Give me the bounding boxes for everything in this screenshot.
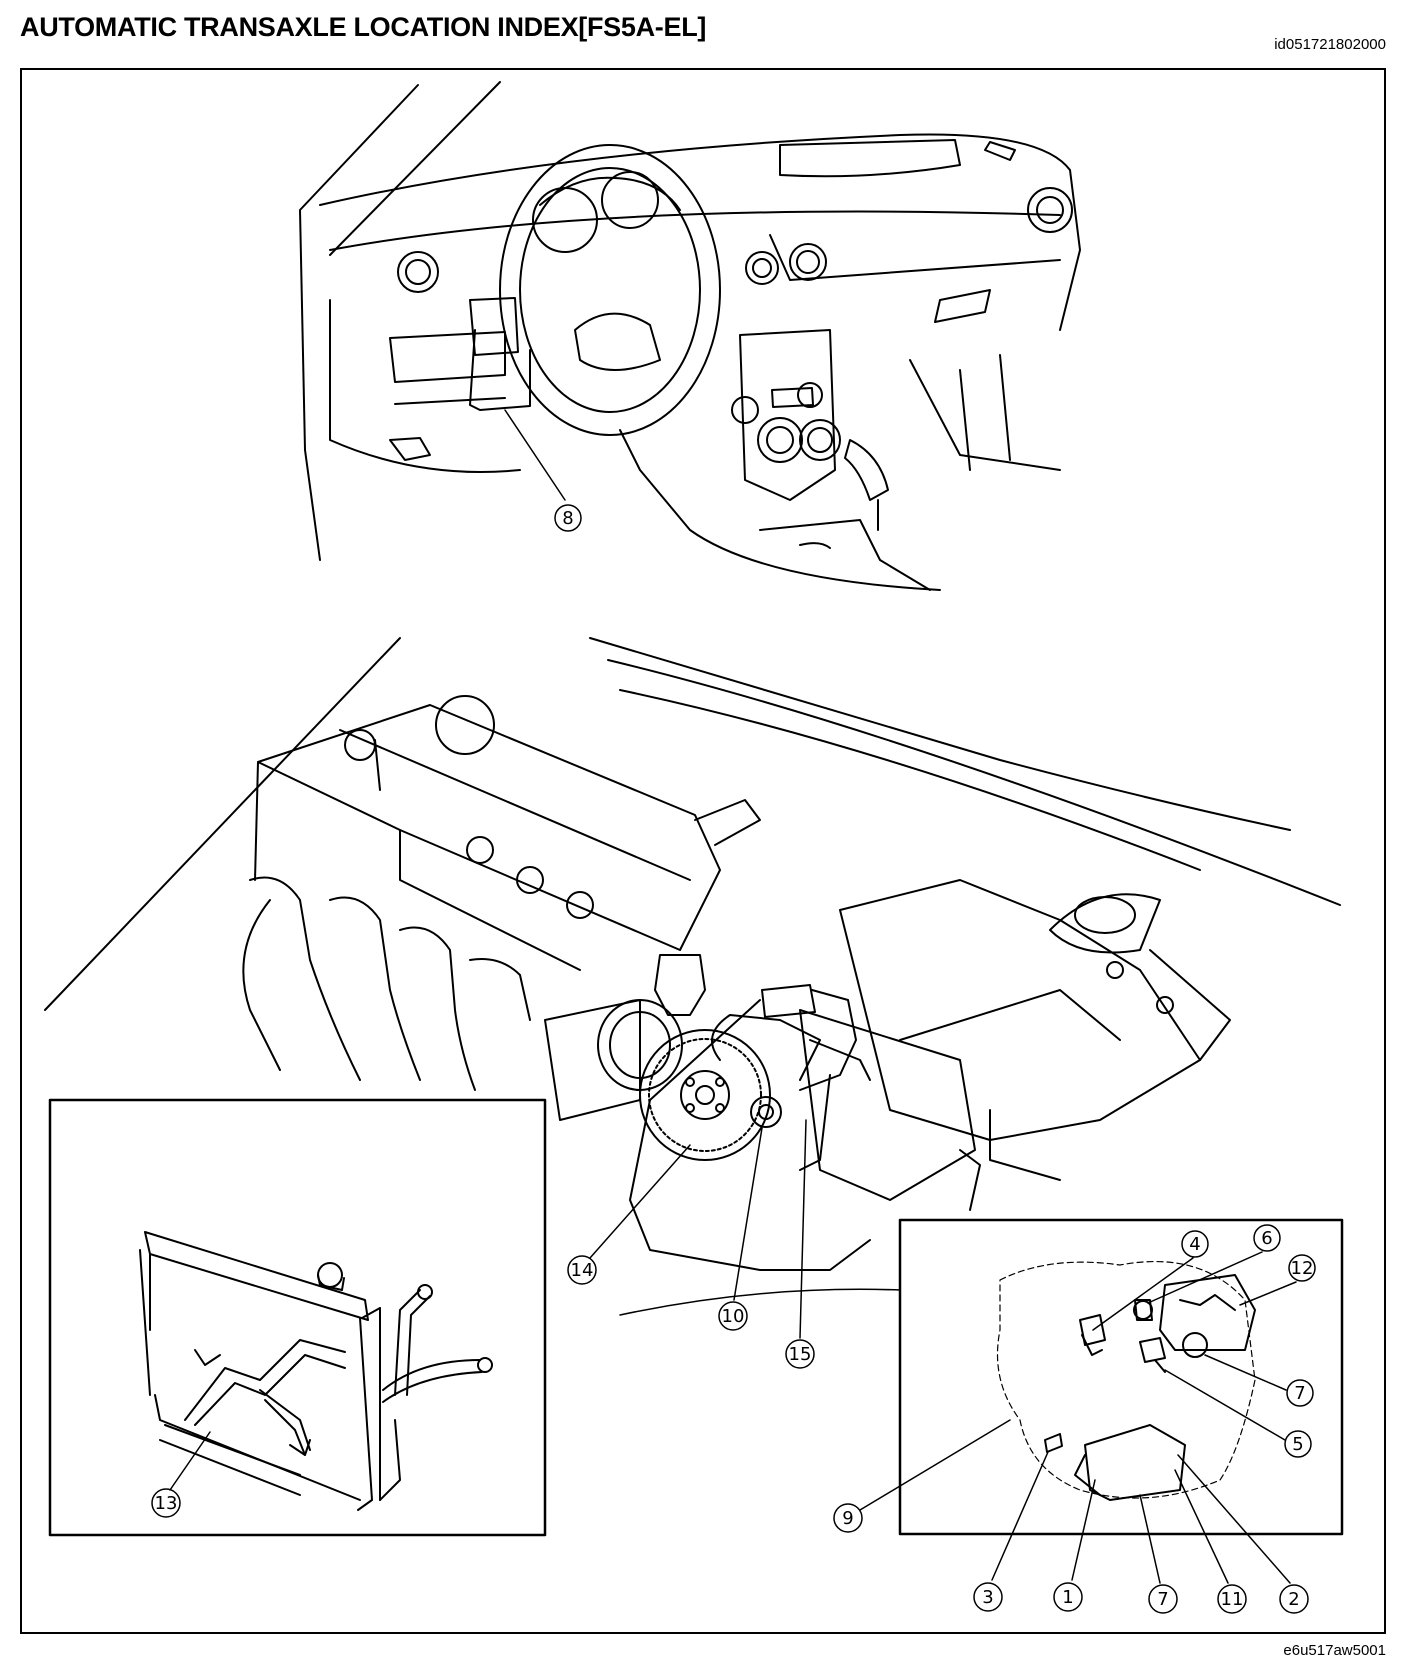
callout-2: 2 bbox=[1177, 1454, 1309, 1614]
engine-bay-illustration bbox=[44, 637, 1341, 1271]
page-title: AUTOMATIC TRANSAXLE LOCATION INDEX[FS5A-… bbox=[20, 12, 707, 42]
inset-leader-line bbox=[619, 1288, 901, 1316]
callout-1-label: 1 bbox=[1062, 1587, 1073, 1608]
callout-14: 14 bbox=[567, 1144, 691, 1285]
transaxle-inset-frame bbox=[898, 1218, 1344, 1536]
callout-14-label: 14 bbox=[571, 1260, 594, 1281]
transaxle-components bbox=[1044, 1274, 1256, 1501]
dashboard-illustration bbox=[299, 81, 1081, 591]
drive-plate-illustration bbox=[639, 1029, 771, 1161]
callout-7-upper: 7 bbox=[1204, 1354, 1314, 1407]
callout-3-label: 3 bbox=[982, 1587, 993, 1608]
radiator-illustration bbox=[139, 1231, 493, 1511]
callout-8: 8 bbox=[504, 409, 582, 532]
callout-10: 10 bbox=[718, 1127, 763, 1331]
transaxle-case-illustration bbox=[996, 1260, 1256, 1499]
callout-11: 11 bbox=[1174, 1469, 1247, 1614]
callout-1: 1 bbox=[1053, 1479, 1096, 1612]
callout-13-label: 13 bbox=[155, 1493, 178, 1514]
callout-8-label: 8 bbox=[562, 508, 573, 529]
callout-5: 5 bbox=[1164, 1369, 1312, 1458]
callout-10-label: 10 bbox=[722, 1306, 745, 1327]
callout-5-label: 5 bbox=[1292, 1434, 1303, 1455]
figure-frame bbox=[20, 68, 1386, 1634]
callout-7-lower-label: 7 bbox=[1157, 1589, 1168, 1610]
callout-12-label: 12 bbox=[1291, 1258, 1314, 1279]
callout-2-label: 2 bbox=[1288, 1589, 1299, 1610]
callout-12: 12 bbox=[1239, 1254, 1316, 1306]
document-id: id051721802000 bbox=[1274, 36, 1386, 53]
callout-9-label: 9 bbox=[842, 1508, 853, 1529]
callout-15: 15 bbox=[785, 989, 857, 1369]
callout-11-label: 11 bbox=[1221, 1589, 1244, 1610]
callout-6-label: 6 bbox=[1261, 1228, 1272, 1249]
callout-13: 13 bbox=[151, 1431, 211, 1518]
callout-3: 3 bbox=[973, 1451, 1049, 1612]
callout-9: 9 bbox=[833, 1419, 1011, 1533]
callout-6: 6 bbox=[1147, 1224, 1281, 1304]
callout-4: 4 bbox=[1092, 1230, 1209, 1331]
callout-7-upper-label: 7 bbox=[1294, 1383, 1305, 1404]
figure-id: e6u517aw5001 bbox=[1283, 1642, 1386, 1659]
radiator-inset-frame bbox=[48, 1098, 547, 1537]
callout-15-label: 15 bbox=[789, 1344, 812, 1365]
callout-7-lower: 7 bbox=[1139, 1494, 1178, 1614]
oil-seal-illustration bbox=[750, 1096, 782, 1128]
callout-4-label: 4 bbox=[1189, 1234, 1200, 1255]
